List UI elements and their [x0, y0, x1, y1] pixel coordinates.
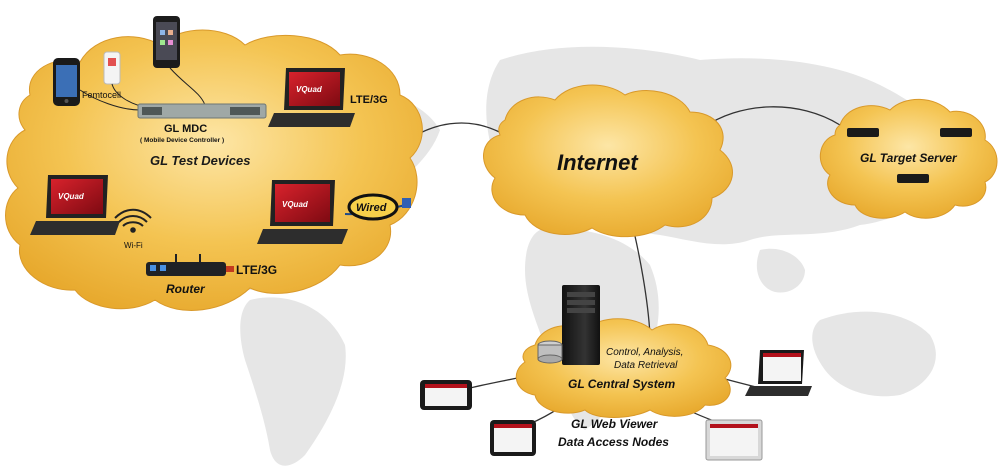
mdc-rack-unit	[137, 103, 267, 119]
wifi-label: Wi-Fi	[124, 241, 143, 250]
internet-cloud	[483, 84, 733, 238]
viewer-tablet-left	[420, 380, 472, 410]
laptop-wifi-left	[30, 175, 120, 235]
iphone-device	[53, 58, 80, 106]
femtocell-label: Femtocell	[82, 90, 121, 100]
viewer-monitor	[705, 419, 763, 461]
target-server-title: GL Target Server	[860, 151, 958, 165]
central-server-tower	[562, 285, 600, 365]
diagram-labels: Femtocell GL MDC ( Mobile Device Control…	[58, 85, 958, 449]
mdc-title-label: GL MDC	[164, 123, 207, 135]
laptop-lte-top	[268, 68, 355, 127]
router-device	[146, 254, 234, 276]
lte-bottom-label: LTE/3G	[236, 263, 277, 277]
vquad-logo-wired: VQuad	[282, 200, 309, 209]
vquad-logo-top: VQuad	[296, 85, 323, 94]
web-viewer-line2: Data Access Nodes	[558, 435, 669, 449]
wired-label: Wired	[356, 202, 387, 214]
lte-top-label: LTE/3G	[350, 94, 388, 106]
smartphone-device	[153, 16, 180, 68]
database-icon	[537, 340, 563, 364]
router-label: Router	[166, 282, 206, 296]
vquad-logo-left: VQuad	[58, 192, 85, 201]
web-viewer-line1: GL Web Viewer	[571, 417, 659, 431]
target-server-units	[847, 128, 972, 183]
mdc-subtitle-label: ( Mobile Device Controller )	[140, 137, 224, 144]
central-desc-line2: Data Retrieval	[614, 360, 678, 371]
wired-connection	[344, 193, 411, 221]
test-devices-title: GL Test Devices	[150, 153, 250, 168]
internet-title: Internet	[557, 150, 639, 175]
viewer-ipad	[490, 420, 536, 456]
wifi-icon	[114, 208, 152, 233]
central-desc-line1: Control, Analysis,	[606, 347, 683, 358]
central-system-title: GL Central System	[568, 377, 675, 391]
viewer-laptop-right	[745, 350, 812, 396]
femtocell-device	[103, 51, 121, 85]
laptop-wired	[257, 180, 348, 244]
